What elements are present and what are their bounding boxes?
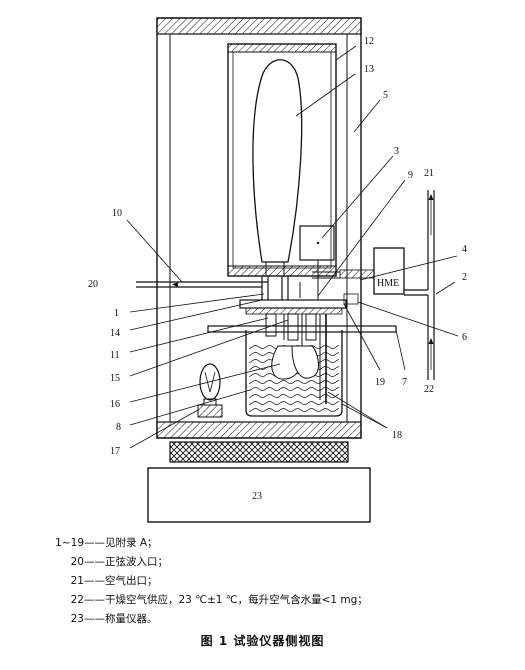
legend-item: 1~19——见附录 A； — [16, 536, 158, 550]
callout-19: 19 — [375, 377, 385, 388]
callout-10: 10 — [112, 208, 122, 219]
legend-term: 21 — [70, 575, 84, 587]
callout-20: 20 — [88, 279, 98, 290]
legend-dash: —— — [84, 556, 105, 568]
legend-term: 23 — [70, 613, 84, 625]
legend-item: 23——称量仪器。 — [16, 612, 158, 626]
legend-dash: —— — [84, 594, 105, 606]
legend-dash: —— — [84, 613, 105, 625]
callout-4: 4 — [462, 244, 467, 255]
legend-item: 21——空气出口； — [16, 574, 158, 588]
callout-2: 2 — [462, 272, 467, 283]
legend-text: 正弦波入口； — [105, 556, 168, 568]
legend-item: 22——干燥空气供应，23 ℃±1 ℃，每升空气含水量<1 mg； — [16, 593, 368, 607]
callout-18: 18 — [392, 430, 402, 441]
figure-caption: 图 1 试验仪器侧视图 — [200, 634, 325, 648]
callout-11: 11 — [110, 350, 120, 361]
callout-17: 17 — [110, 446, 120, 457]
callout-5: 5 — [383, 90, 388, 101]
hme-label: HME — [377, 278, 399, 289]
legend-text: 干燥空气供应，23 ℃±1 ℃，每升空气含水量<1 mg； — [105, 594, 368, 606]
legend-text: 见附录 A； — [105, 537, 158, 549]
callout-21: 21 — [424, 168, 434, 179]
legend-term: 22 — [70, 594, 84, 606]
legend-item: 20——正弦波入口； — [16, 555, 168, 569]
sine-inlet-pipe — [136, 281, 268, 288]
callout-numbers: 12 13 5 3 9 21 10 4 2 20 1 14 6 11 15 19… — [88, 36, 467, 457]
sensor-box — [299, 225, 335, 261]
callout-9: 9 — [408, 170, 413, 181]
hme-assembly: HME — [339, 190, 435, 380]
hme-box — [373, 247, 405, 295]
callout-14: 14 — [110, 328, 120, 339]
lung-chamber — [227, 43, 337, 277]
legend-text: 称量仪器。 — [105, 613, 158, 625]
callout-15: 15 — [110, 373, 120, 384]
callout-13: 13 — [364, 64, 374, 75]
weighing-scale — [147, 467, 371, 523]
connector-tubes — [261, 260, 340, 300]
callout-8: 8 — [116, 422, 121, 433]
legend-term: 1~19 — [55, 537, 84, 549]
callout-1: 1 — [114, 308, 119, 319]
leader-lines — [126, 45, 459, 449]
lung-bag — [252, 59, 303, 263]
insulation-pad — [169, 441, 349, 463]
legend-dash: —— — [84, 537, 105, 549]
callout-12: 12 — [364, 36, 374, 47]
water-beaker — [245, 330, 343, 417]
apparatus-diagram: HME — [88, 17, 467, 523]
scale-label: 23 — [252, 491, 262, 502]
callout-7: 7 — [402, 377, 407, 388]
callout-3: 3 — [394, 146, 399, 157]
heater-lamp — [197, 363, 223, 418]
enclosure — [156, 17, 362, 439]
legend-text: 空气出口； — [105, 575, 158, 587]
legend-term: 20 — [70, 556, 84, 568]
callout-22: 22 — [424, 384, 434, 395]
legend-dash: —— — [84, 575, 105, 587]
callout-6: 6 — [462, 332, 467, 343]
callout-16: 16 — [110, 399, 120, 410]
